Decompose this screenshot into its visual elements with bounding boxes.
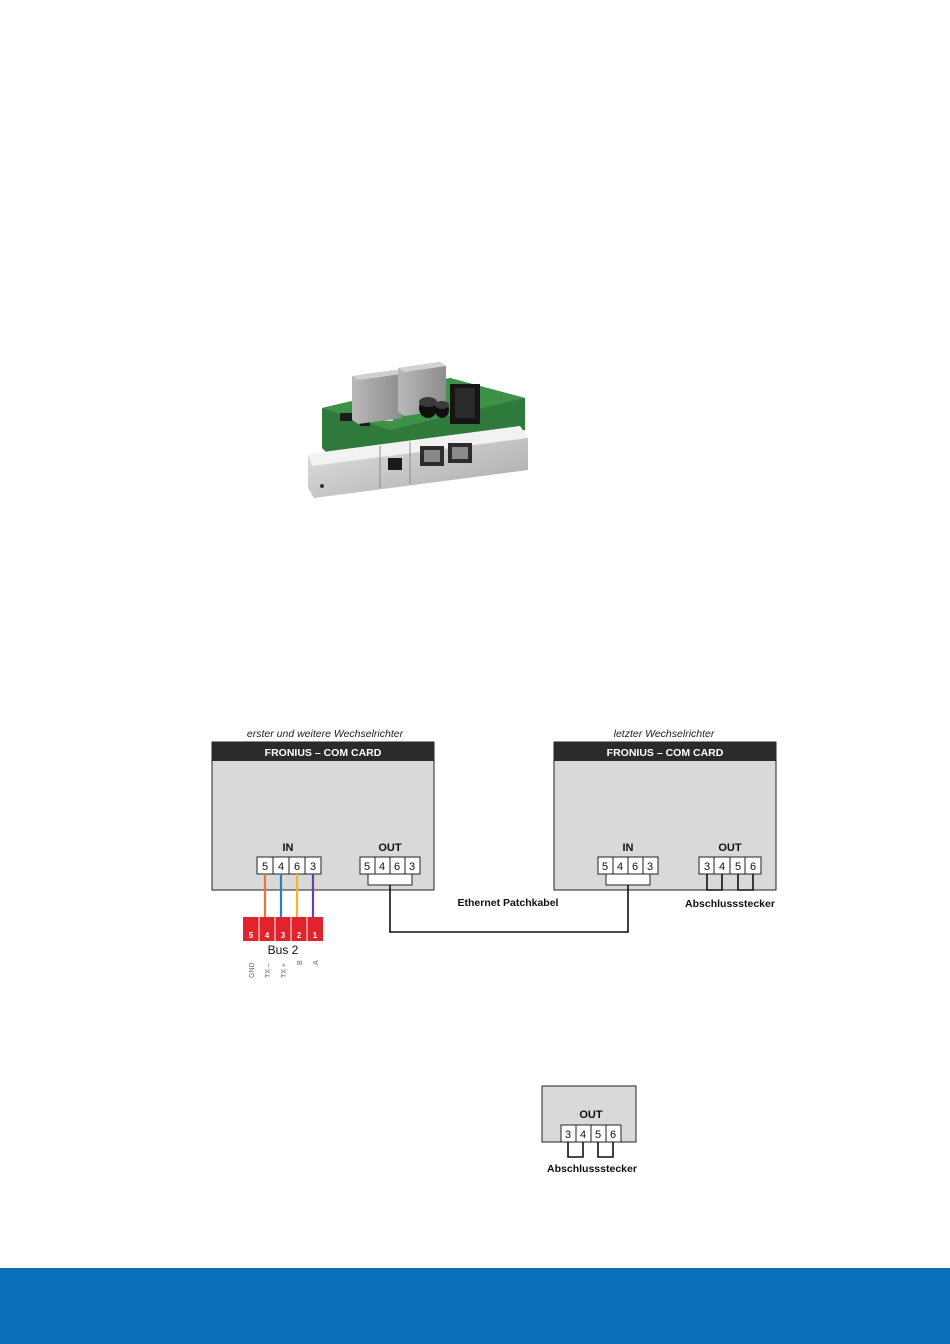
card-right-caption: letzter Wechselrichter [614, 728, 715, 740]
pin: 6 [294, 861, 300, 873]
card-left-caption: erster und weitere Wechselrichter [247, 728, 404, 740]
pin: 6 [750, 861, 756, 873]
bus-signal: TX + [281, 963, 288, 978]
card-right-out-label: OUT [718, 842, 742, 854]
pin: 4 [278, 861, 284, 873]
wiring-diagram: erster und weitere Wechselrichter FRONIU… [0, 720, 950, 990]
cable-label: Ethernet Patchkabel [458, 897, 559, 909]
bus-terminal: 5 [249, 931, 254, 940]
bus-signal: GND [249, 962, 256, 978]
detail-terminator-label: Abschlussstecker [547, 1163, 637, 1175]
pin: 5 [602, 861, 608, 873]
terminator-detail-diagram: OUT 3 4 5 6 Abschlussstecker [530, 1080, 650, 1180]
pin: 4 [719, 861, 725, 873]
pin: 4 [580, 1129, 586, 1141]
bus-label: Bus 2 [268, 943, 299, 957]
pin: 3 [409, 861, 415, 873]
terminator-label: Abschlussstecker [685, 898, 775, 910]
bus2-terminal-block: 5 4 3 2 1 [243, 917, 323, 941]
bus-terminal: 4 [265, 931, 270, 940]
detail-out-label: OUT [579, 1109, 603, 1121]
pin: 5 [735, 861, 741, 873]
plug-right-in [606, 874, 650, 885]
card-left-out-label: OUT [378, 842, 402, 854]
bus-signal: B [297, 960, 304, 965]
com-card-photo [300, 358, 535, 503]
card-right-in-label: IN [623, 842, 634, 854]
bus-signal: TX – [265, 963, 272, 978]
pin: 6 [632, 861, 638, 873]
pin: 3 [704, 861, 710, 873]
pin: 5 [595, 1129, 601, 1141]
plug-left-out [368, 874, 412, 885]
bus-terminal: 2 [297, 931, 302, 940]
terminator-loop-icon [598, 1142, 613, 1157]
pin: 4 [379, 861, 385, 873]
bus-signal: A [313, 960, 320, 965]
terminator-loop-icon [568, 1142, 583, 1157]
footer-bar [0, 1268, 950, 1344]
pin: 5 [364, 861, 370, 873]
pin: 5 [262, 861, 268, 873]
card-left-header-text: FRONIUS – COM CARD [265, 747, 382, 759]
card-left-in-label: IN [283, 842, 294, 854]
bus-terminal: 1 [313, 931, 318, 940]
card-right-header-text: FRONIUS – COM CARD [607, 747, 724, 759]
pin: 6 [610, 1129, 616, 1141]
pin: 3 [647, 861, 653, 873]
pin: 4 [617, 861, 623, 873]
pin: 6 [394, 861, 400, 873]
pin: 3 [310, 861, 316, 873]
bus-terminal: 3 [281, 931, 286, 940]
pin: 3 [565, 1129, 571, 1141]
